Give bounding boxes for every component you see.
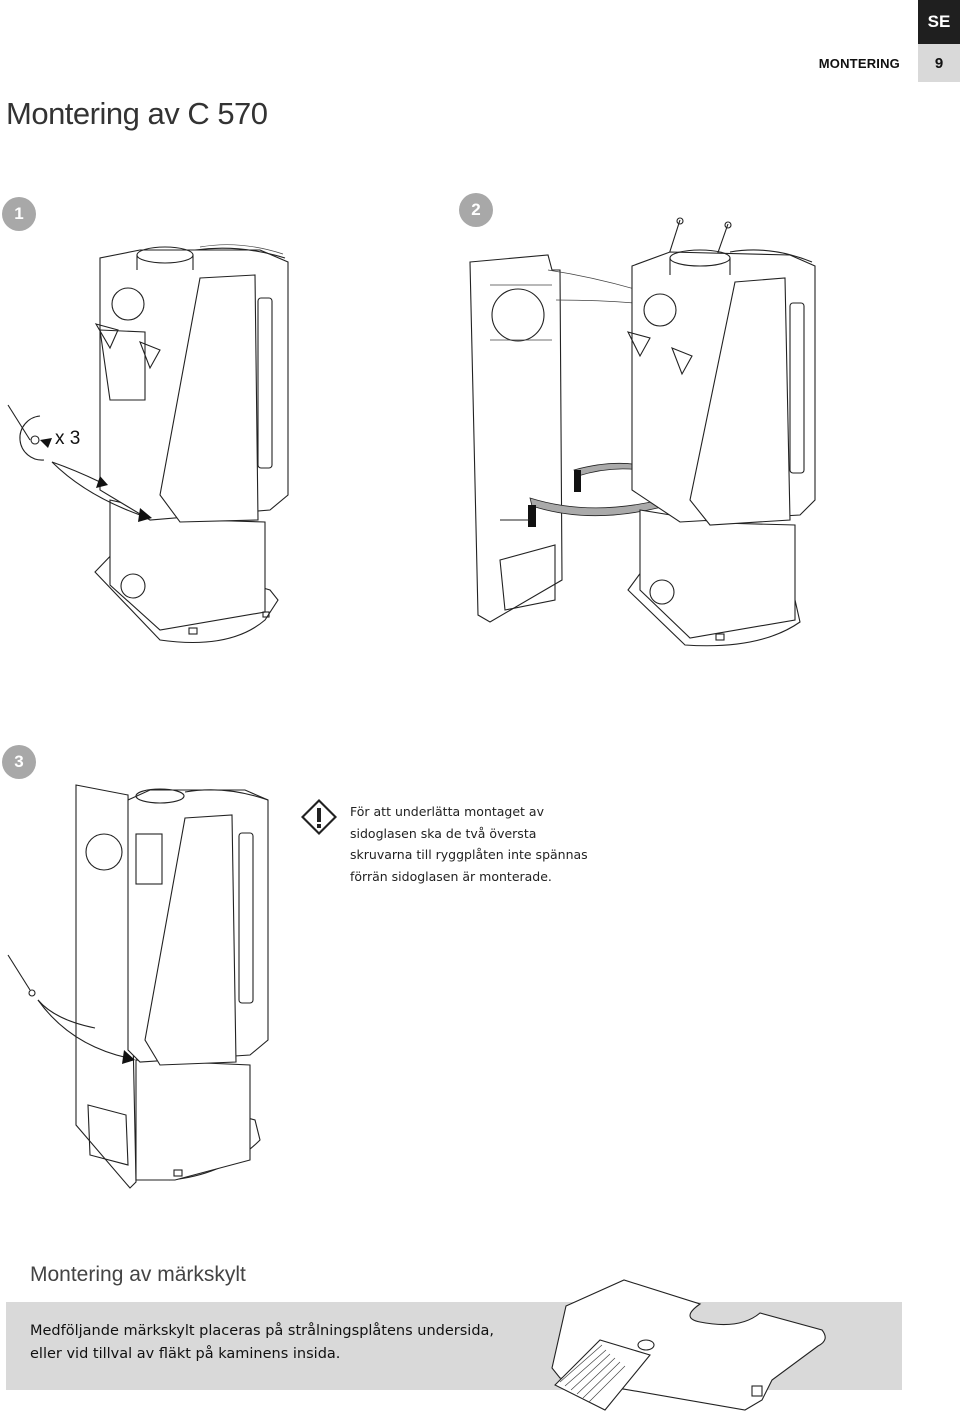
section-label: MONTERING	[818, 56, 900, 71]
nameplate-info-line: eller vid tillval av fläkt på kaminens i…	[30, 1346, 341, 1362]
page-title: Montering av C 570	[6, 96, 268, 131]
warning-icon	[301, 799, 337, 835]
step-3-note: För att underlätta montaget av sidoglase…	[350, 804, 588, 884]
nameplate-section-title: Montering av märkskylt	[30, 1263, 246, 1286]
nameplate-info-line: Medföljande märkskylt placeras på stråln…	[30, 1323, 495, 1339]
page-number: 9	[918, 44, 960, 82]
step-3-badge: 3	[2, 745, 36, 779]
language-tab: SE	[918, 0, 960, 44]
step-1-badge: 1	[2, 197, 36, 231]
step-2-badge: 2	[459, 193, 493, 227]
screw-quantity-label: x 3	[55, 428, 81, 449]
